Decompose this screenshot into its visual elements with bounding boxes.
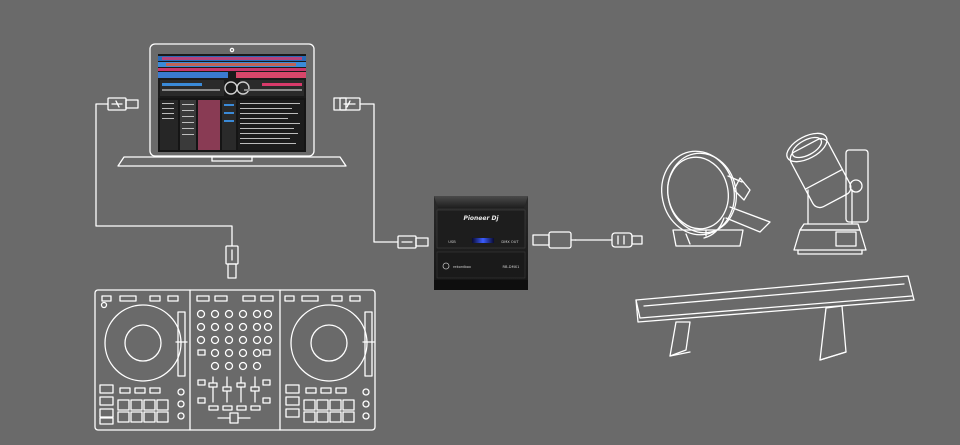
dmx-connector-icon <box>532 231 577 249</box>
brand-logo: Pioneer Dj <box>463 215 499 222</box>
mixer-section <box>196 295 274 424</box>
dmx-connector-icon <box>611 232 643 248</box>
laptop-icon <box>117 43 347 167</box>
dj-controller-icon <box>94 289 376 431</box>
dmx-out-label: DMX OUT <box>501 240 519 244</box>
mixer-knobs <box>196 309 273 371</box>
channel-faders <box>208 376 260 403</box>
usb-port-label: USB <box>448 240 456 244</box>
right-deck <box>284 295 375 423</box>
left-deck <box>99 295 188 425</box>
usb-icon <box>397 235 429 249</box>
moving-head-light-icon <box>786 132 869 255</box>
cable-laptop-to-controller <box>95 103 233 247</box>
model-label: RB-DMX1 <box>503 265 520 269</box>
led-bar-light-icon <box>635 275 915 361</box>
rekordbox-logo: rekordbox <box>453 265 472 269</box>
cable-laptop-to-interface <box>359 103 399 243</box>
laptop-screen <box>158 54 306 152</box>
crossfader <box>217 412 251 424</box>
dmx-interface-box: Pioneer Dj USB DMX OUT rekordbox RB-DMX1 <box>434 196 528 290</box>
usb-icon <box>225 245 239 279</box>
usb-icon <box>333 97 361 111</box>
usb-icon <box>107 97 139 111</box>
par-light-icon <box>661 150 771 247</box>
